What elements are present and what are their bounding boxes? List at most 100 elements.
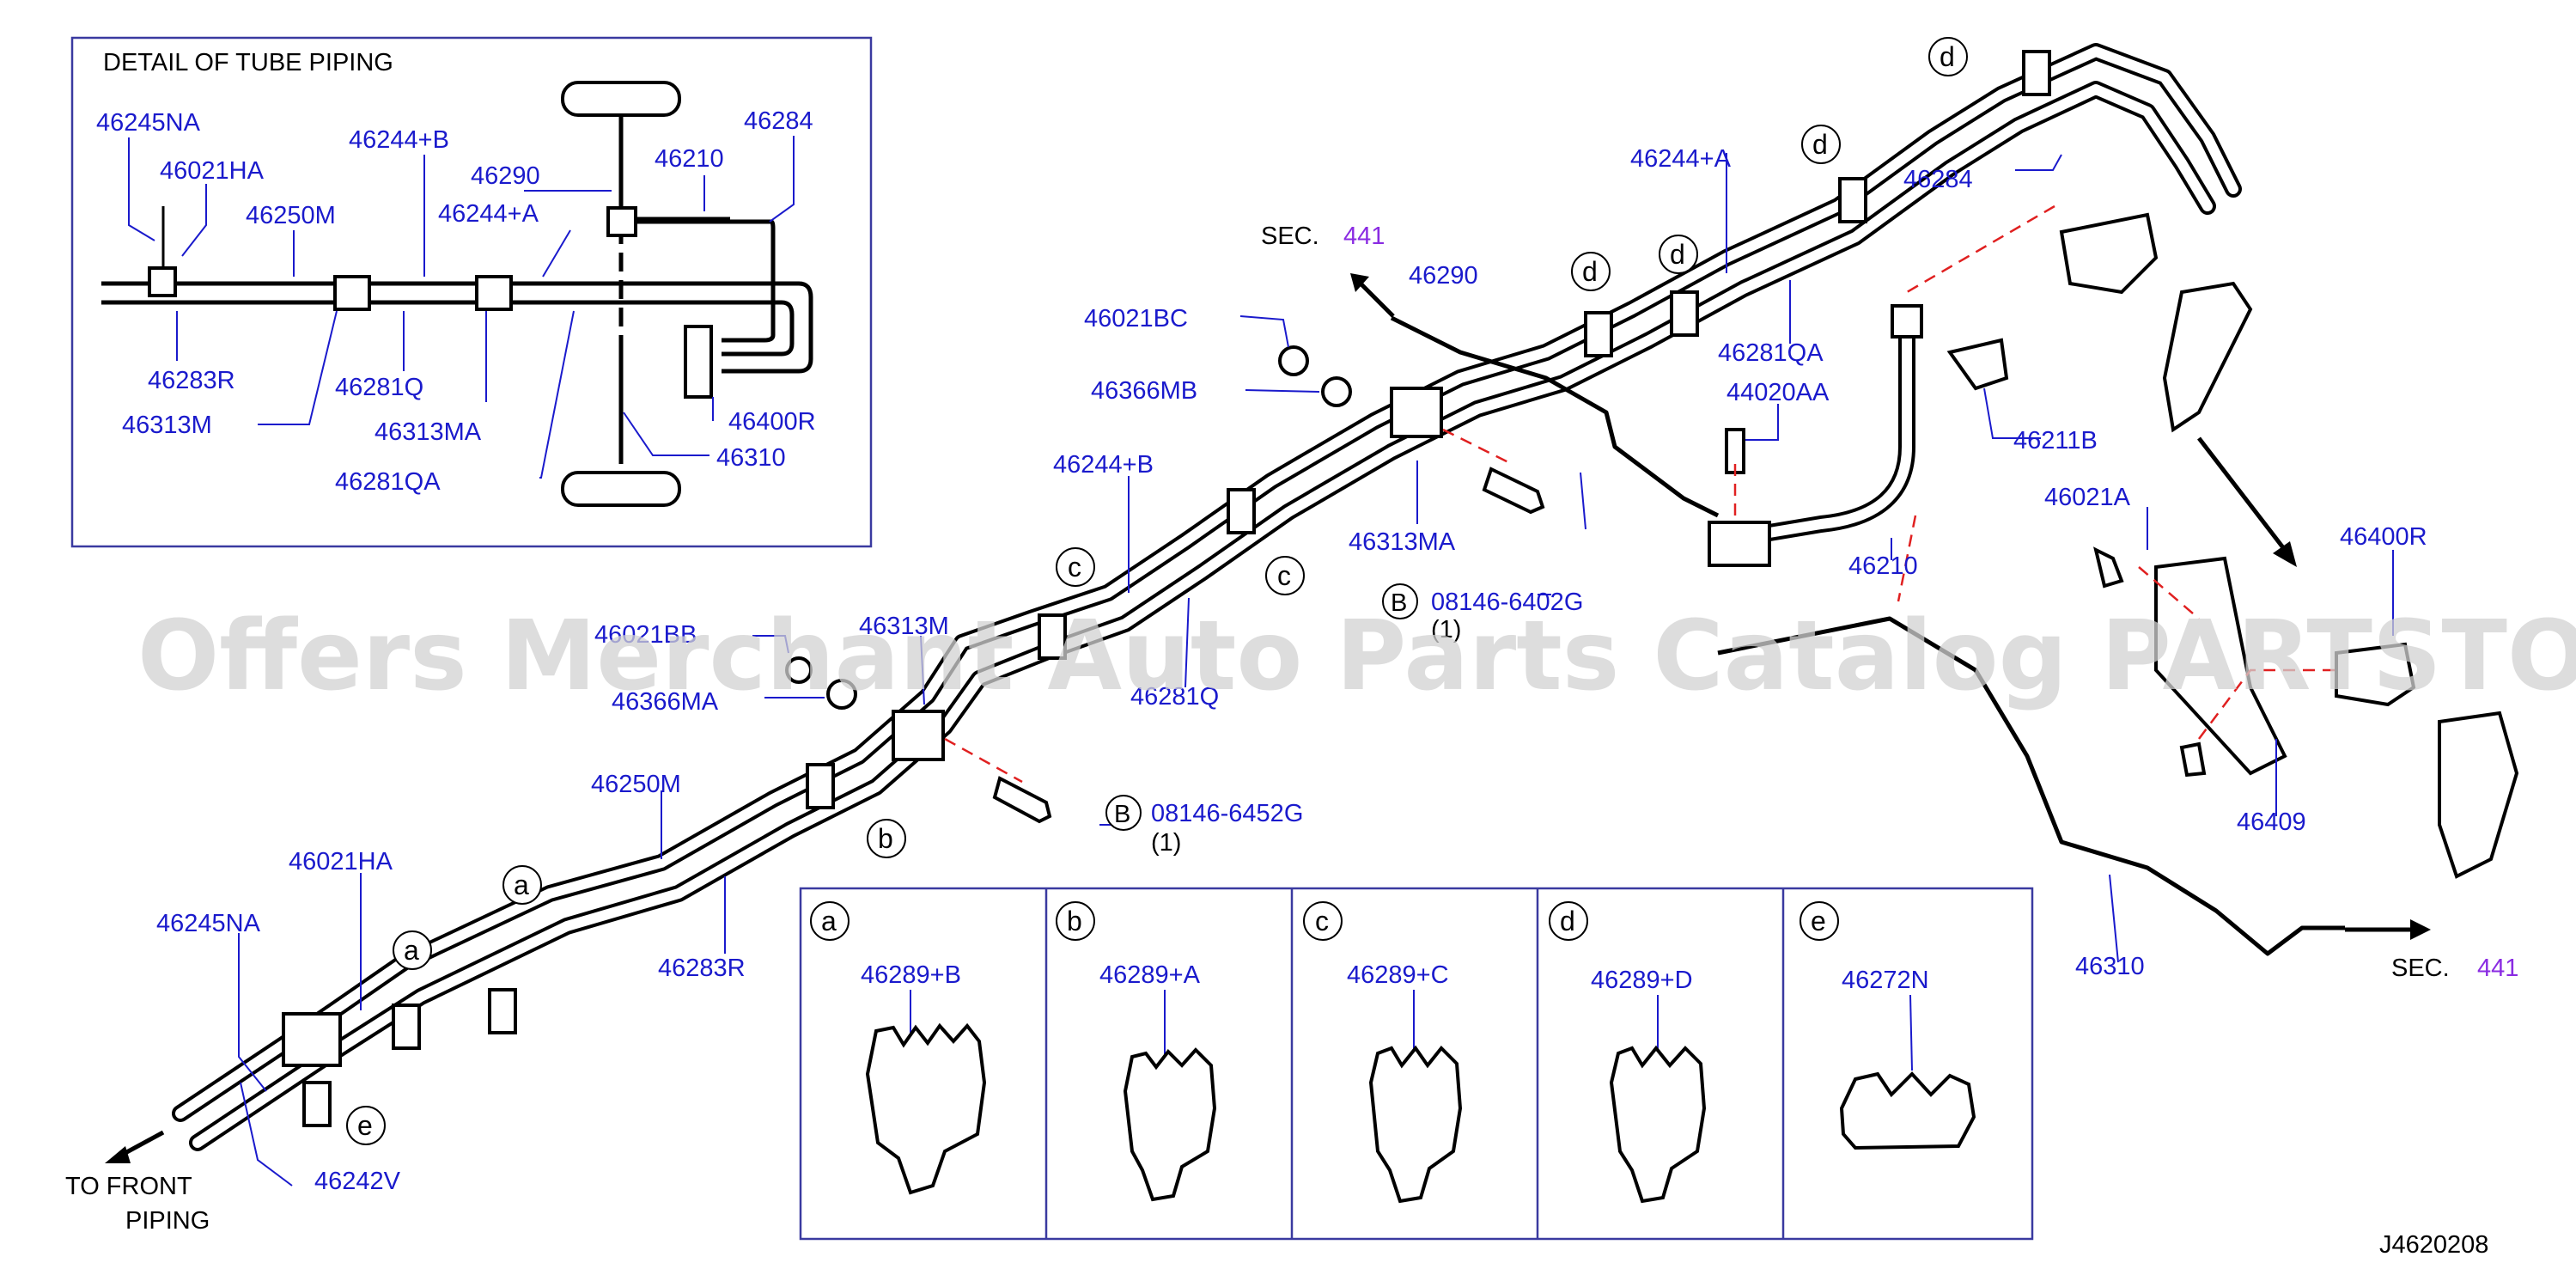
marker-b-text: b [878, 823, 893, 854]
marker-c2 [1265, 556, 1305, 595]
label-46310: 46310 [2075, 953, 2145, 980]
label-46281Q: 46281Q [1130, 683, 1219, 711]
arrow-front-head [105, 1146, 131, 1163]
marker-e [346, 1106, 386, 1145]
clip-cell-c-part: 46289+C [1347, 961, 1449, 989]
detail-label-46244A: 46244+A [438, 200, 539, 228]
clip-band-c2 [1227, 488, 1256, 534]
detail-label-46284: 46284 [744, 107, 813, 135]
clip-cell-c: c 46289+C [1303, 901, 1463, 1204]
label-46245NA: 46245NA [156, 910, 261, 937]
hose-46210-inner [1764, 321, 1912, 538]
detail-label-46250M: 46250M [246, 202, 336, 229]
label-46313MA: 46313MA [1349, 528, 1456, 556]
detail-label-46310: 46310 [716, 444, 786, 472]
bracket-46409 [2154, 556, 2287, 776]
bolt-46021A [2093, 546, 2124, 589]
main-pipe-inner-2 [192, 84, 2213, 1148]
detail-46400R-block [684, 325, 713, 399]
watermark: Offers Merchant Auto Parts Catalog PARTS… [137, 601, 2576, 712]
detail-46313MA-union [475, 275, 513, 311]
detail-label-46244B: 46244+B [349, 126, 449, 154]
clip-46289C-icon [1368, 1045, 1463, 1204]
detail-label-46290: 46290 [471, 162, 540, 190]
label-46211B: 46211B [2013, 427, 2098, 454]
clip-cell-b-letter: b [1067, 906, 1082, 936]
clip-cell-d-marker [1549, 901, 1588, 941]
arrows [105, 273, 2431, 1163]
label-sec-top-441[interactable]: 441 [1343, 223, 1385, 250]
marker-d2 [1659, 235, 1698, 274]
arrow-sec441-top-line [1357, 280, 1395, 318]
detail-46021HA-block [148, 266, 177, 297]
detail-label-46021HA: 46021HA [160, 157, 265, 185]
marker-d1 [1571, 252, 1611, 291]
label-46250M: 46250M [591, 771, 681, 798]
detail-label-46313M: 46313M [122, 412, 212, 439]
marker-d1-text: d [1582, 256, 1598, 287]
clip-cell-e-letter: e [1811, 906, 1826, 936]
clip-table-frame [799, 887, 2034, 1241]
clip-band-a1 [488, 988, 517, 1034]
label-bolt-top-qty: (1) [1431, 616, 1461, 644]
clip-cell-a: a 46289+B [810, 901, 987, 1195]
arrow-sec441-bot-head [2410, 919, 2431, 940]
callout-leaders [238, 153, 2394, 1187]
clip-cell-e: e 46272N [1800, 901, 1976, 1150]
marker-e-text: e [357, 1110, 373, 1141]
marker-c1-text: c [1068, 552, 1081, 583]
clip-cell-d-part: 46289+D [1591, 967, 1693, 994]
label-piping: PIPING [125, 1207, 210, 1235]
clip-band-d1 [1584, 311, 1613, 357]
label-46021A: 46021A [2044, 484, 2131, 511]
label-sec-bot-441[interactable]: 441 [2477, 955, 2518, 982]
marker-b-bot [1105, 795, 1142, 831]
label-bolt-bot-qty: (1) [1151, 829, 1181, 857]
label-46244A: 46244+A [1630, 145, 1732, 173]
label-46366MA: 46366MA [612, 688, 719, 716]
label-46400R: 46400R [2340, 523, 2427, 551]
detail-junction [606, 206, 637, 237]
marker-d2-text: d [1670, 239, 1685, 270]
detail-frame [70, 36, 873, 548]
detail-leaders [128, 136, 795, 479]
label-46290: 46290 [1409, 262, 1478, 290]
clip-46021BC [1278, 345, 1309, 376]
fittings [282, 50, 2519, 1127]
clip-46211B [1946, 338, 2009, 391]
clip-band-b [806, 763, 835, 809]
label-bolt-top: 08146-6402G [1431, 589, 1583, 616]
detail-line-lower [101, 300, 795, 357]
red-dashed-leaders [944, 204, 2336, 784]
clip-letter-markers: a a b c c d d d d e [346, 37, 1968, 1145]
clip-46272N-icon [1839, 1071, 1976, 1150]
detail-label-46281QA: 46281QA [335, 468, 441, 496]
grommet-46366MA [826, 679, 857, 710]
clip-table: a 46289+B b 46289+A c 46289+C d 46289+D [799, 887, 2034, 1241]
marker-a1-text: a [514, 869, 529, 900]
clip-band-d2 [1670, 290, 1699, 337]
clip-band-e [302, 1081, 332, 1127]
detail-label-46313MA: 46313MA [375, 418, 482, 446]
clip-band-d4 [2022, 50, 2051, 96]
clip-46021BB [785, 656, 813, 684]
clip-cell-b: b 46289+A [1056, 901, 1217, 1202]
clip-cell-a-marker [810, 901, 850, 941]
label-sec-top: SEC. [1261, 223, 1319, 250]
label-46313M: 46313M [859, 613, 949, 640]
clip-46289B-icon [865, 1022, 987, 1195]
clip-band-a2 [392, 1004, 421, 1050]
detail-label-46210: 46210 [655, 145, 724, 173]
detail-label-46283R: 46283R [148, 367, 235, 394]
label-46366MB: 46366MB [1091, 377, 1197, 405]
bolt-46409 [2179, 741, 2207, 778]
hose-46210-fitting [1891, 304, 1923, 339]
detail-46313M-union [333, 275, 371, 311]
clip-band-d3 [1838, 177, 1867, 223]
clip-cell-e-leader [1909, 994, 1913, 1071]
marker-d3 [1801, 125, 1841, 164]
label-46021BB: 46021BB [594, 621, 697, 649]
bracket-upper [2162, 281, 2253, 433]
marker-c2-text: c [1277, 560, 1291, 591]
label-46210: 46210 [1848, 552, 1918, 580]
